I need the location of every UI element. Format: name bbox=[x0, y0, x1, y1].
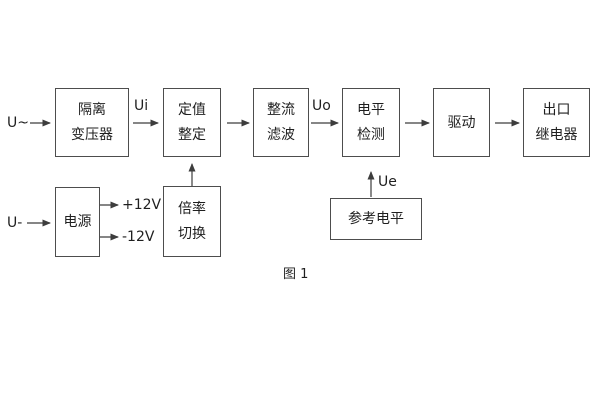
figure-caption: 图 1 bbox=[283, 267, 309, 282]
block-power-supply-line1: 电源 bbox=[63, 214, 92, 230]
signal-plus12v-label: +12V bbox=[122, 197, 162, 213]
signal-ui-label: Ui bbox=[134, 98, 149, 114]
block-output-relay-line2: 继电器 bbox=[535, 126, 578, 143]
block-level-detect-line2: 检测 bbox=[357, 126, 385, 143]
block-rectifier-filter-line2: 滤波 bbox=[267, 126, 295, 143]
block-driver: 驱动 bbox=[433, 88, 490, 157]
block-setting-adjust-line2: 整定 bbox=[178, 126, 206, 143]
dc-input-label: U- bbox=[7, 215, 23, 231]
block-rectifier-filter: 整流 滤波 bbox=[253, 88, 309, 157]
block-reference-level-line1: 参考电平 bbox=[348, 211, 404, 227]
block-ratio-switch: 倍率 切换 bbox=[163, 186, 221, 257]
block-isolation-transformer: 隔离 变压器 bbox=[55, 88, 129, 157]
block-ratio-switch-line2: 切换 bbox=[178, 226, 206, 242]
signal-ue-label: Ue bbox=[378, 174, 397, 190]
ac-input-label: U~ bbox=[7, 115, 29, 131]
block-output-relay: 出口 继电器 bbox=[523, 88, 590, 157]
block-ratio-switch-line1: 倍率 bbox=[178, 201, 206, 217]
signal-minus12v-label: -12V bbox=[122, 229, 155, 245]
signal-uo-label: Uo bbox=[312, 98, 331, 114]
block-level-detect: 电平 检测 bbox=[342, 88, 400, 157]
block-driver-line1: 驱动 bbox=[447, 114, 476, 131]
block-output-relay-line1: 出口 bbox=[542, 102, 571, 119]
block-reference-level: 参考电平 bbox=[330, 198, 422, 240]
block-power-supply: 电源 bbox=[55, 187, 100, 257]
block-setting-adjust-line1: 定值 bbox=[178, 102, 206, 119]
block-level-detect-line1: 电平 bbox=[357, 102, 385, 119]
block-isolation-transformer-line2: 变压器 bbox=[71, 126, 113, 143]
block-isolation-transformer-line1: 隔离 bbox=[78, 102, 106, 119]
block-rectifier-filter-line1: 整流 bbox=[267, 102, 295, 119]
block-setting-adjust: 定值 整定 bbox=[163, 88, 221, 157]
